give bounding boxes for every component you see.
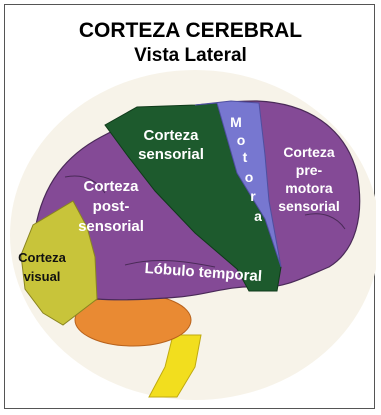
premotora-label-line4: sensorial [278, 198, 339, 214]
motora-letter-a: a [254, 208, 262, 224]
motora-letter-o2: o [245, 169, 254, 185]
motora-letter-o1: o [237, 132, 246, 148]
diagram-subtitle: Vista Lateral [134, 45, 247, 66]
motor-cortex [194, 100, 282, 268]
postsensorial-label-line3: sensorial [78, 218, 144, 235]
brain-diagram: Corteza sensorial M o t o r a Corteza pr… [10, 70, 376, 400]
motora-letter-m: M [230, 114, 242, 130]
postsensorial-label-line1: Corteza [83, 178, 139, 195]
premotora-label-line2: pre- [296, 162, 323, 178]
brainstem [148, 334, 202, 398]
diagram-title: CORTEZA CEREBRAL [78, 19, 303, 42]
sensorial-label-line2: sensorial [138, 146, 204, 163]
diagram-frame: Corteza sensorial M o t o r a Corteza pr… [4, 4, 376, 409]
sensorial-label-line1: Corteza [143, 127, 199, 144]
premotora-label-line1: Corteza [283, 144, 335, 160]
visual-cortex [20, 200, 98, 326]
motora-letter-r: r [250, 188, 256, 204]
motora-letter-t: t [243, 149, 248, 165]
visual-label-line1: Corteza [18, 250, 66, 265]
visual-label-line2: visual [24, 269, 61, 284]
gyri-lines [64, 175, 346, 268]
postsensorial-label-line2: post- [93, 198, 130, 215]
premotora-label-line3: motora [285, 180, 333, 196]
